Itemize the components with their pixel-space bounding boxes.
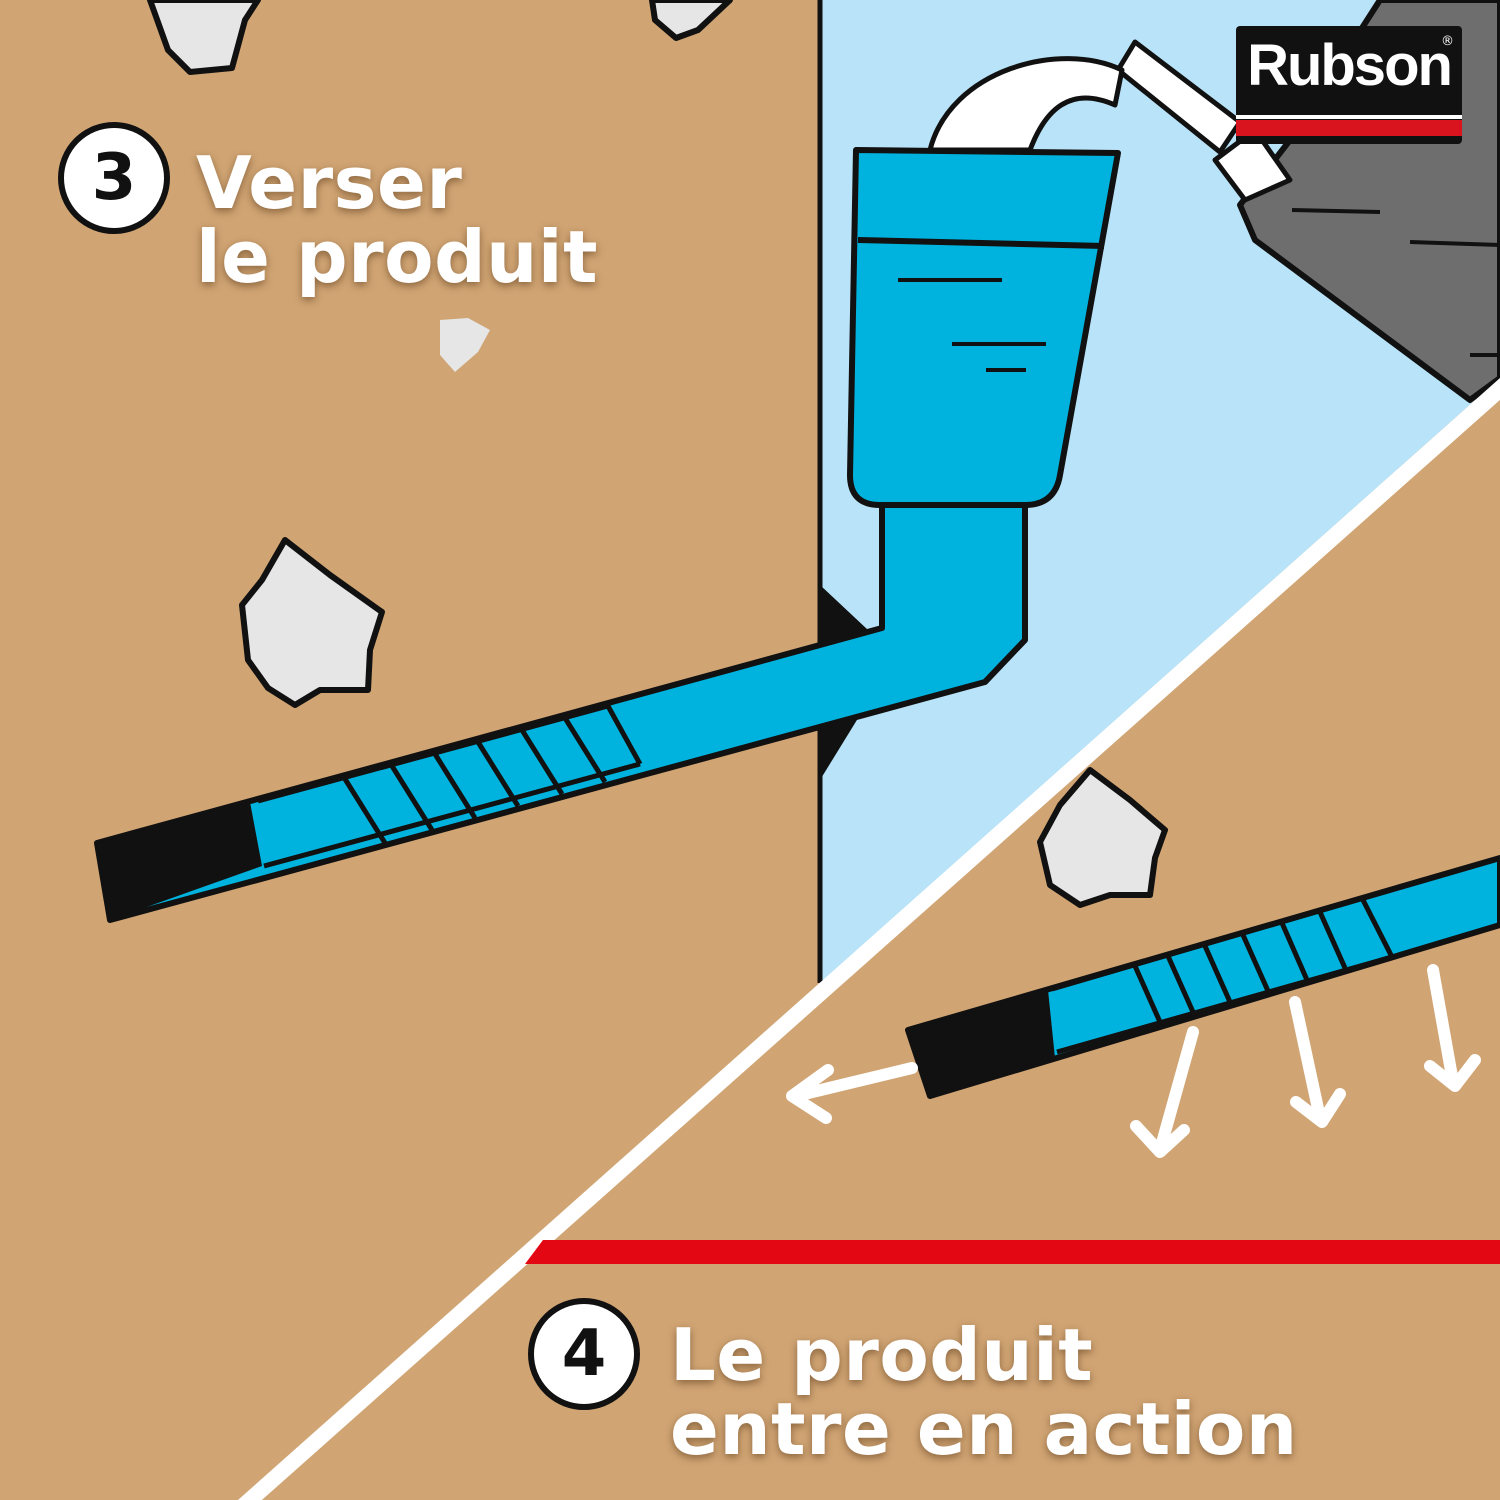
stone-icon <box>1037 767 1168 908</box>
stone-icon <box>147 0 733 708</box>
step-3-caption: 3 Verser le produit <box>58 122 598 294</box>
stone-icon <box>440 318 490 372</box>
funnel-icon <box>847 147 1121 508</box>
step-4-caption: 4 Le produit entre en action <box>528 1298 1298 1466</box>
step-4-number-badge: 4 <box>528 1298 640 1410</box>
step-3-line-2: le produit <box>196 215 598 299</box>
step-4-line-1: Le produit <box>670 1313 1094 1397</box>
brand-stripe-red <box>1236 120 1462 136</box>
step-3-number-badge: 3 <box>58 122 170 234</box>
lower-panel-ground <box>262 400 1500 1500</box>
brand-stripe-white <box>1236 115 1462 119</box>
pipe-icon <box>905 855 1500 1099</box>
water-line <box>525 1240 1500 1264</box>
step-4-text: Le produit entre en action <box>670 1318 1298 1466</box>
brand-registered-mark: ® <box>1441 34 1454 49</box>
brand-logo: Rubson ® <box>1236 26 1462 144</box>
panel-divider <box>238 378 1500 1500</box>
step-3-text: Verser le produit <box>196 146 598 294</box>
pipe-icon <box>94 502 1028 923</box>
step-4-line-2: entre en action <box>670 1387 1298 1471</box>
arrow-icon <box>786 964 1481 1158</box>
step-3-line-1: Verser <box>196 141 463 225</box>
brand-name: Rubson <box>1247 33 1453 98</box>
